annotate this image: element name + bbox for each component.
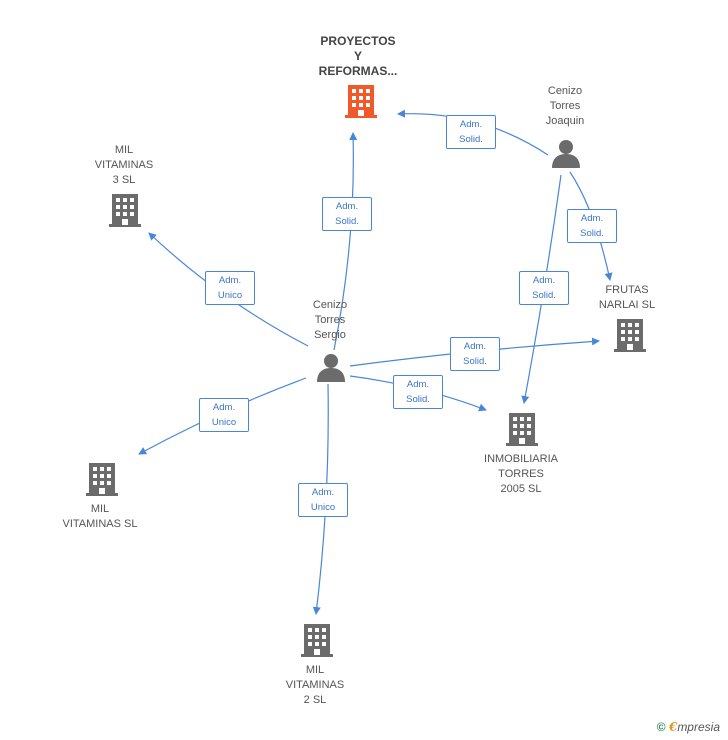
- edge-label-joaquin-proyectos: Adm. Solid.: [446, 115, 496, 149]
- brand-logo-initial: €: [668, 720, 678, 734]
- edge-sergio-proyectos: [333, 132, 358, 351]
- edge-label-joaquin-frutas: Adm. Solid.: [567, 209, 617, 243]
- building-icon: [301, 624, 333, 657]
- node-label-cenizo-sergio[interactable]: Cenizo Torres Sergio: [312, 299, 348, 341]
- building-icon: [506, 413, 538, 446]
- edge-label-sergio-inmobiliaria: Adm. Solid.: [393, 375, 443, 409]
- node-label-cenizo-joaquin[interactable]: Cenizo Torres Joaquin: [545, 85, 585, 127]
- brand-name: mpresia: [677, 720, 720, 734]
- node-label-mil-vitaminas-2[interactable]: MIL VITAMINAS 2 SL: [285, 664, 345, 706]
- edge-label-sergio-proyectos: Adm. Solid.: [322, 197, 372, 231]
- person-icon: [552, 140, 580, 168]
- edge-label-sergio-vitaminas3: Adm. Unico: [205, 271, 255, 305]
- node-label-proyectos[interactable]: PROYECTOS Y REFORMAS...: [318, 34, 398, 78]
- copyright-symbol: ©: [656, 720, 666, 734]
- brand-footer: © €mpresia: [657, 720, 720, 734]
- person-icon: [317, 354, 345, 382]
- edge-label-sergio-vitaminas2: Adm. Unico: [298, 483, 348, 517]
- node-label-mil-vitaminas[interactable]: MIL VITAMINAS SL: [62, 503, 138, 530]
- node-label-mil-vitaminas-3[interactable]: MIL VITAMINAS 3 SL: [94, 144, 154, 186]
- edge-label-sergio-frutas: Adm. Solid.: [450, 337, 500, 371]
- node-label-frutas-narlai[interactable]: FRUTAS NARLAI SL: [598, 284, 656, 311]
- building-icon: [109, 194, 141, 227]
- building-icon: [345, 85, 377, 119]
- edge-label-joaquin-inmobiliaria: Adm. Solid.: [519, 271, 569, 305]
- node-label-inmobiliaria[interactable]: INMOBILIARIA TORRES 2005 SL: [484, 453, 558, 495]
- building-icon: [86, 463, 118, 496]
- building-icon: [614, 319, 646, 352]
- edge-label-sergio-vitaminas: Adm. Unico: [199, 398, 249, 432]
